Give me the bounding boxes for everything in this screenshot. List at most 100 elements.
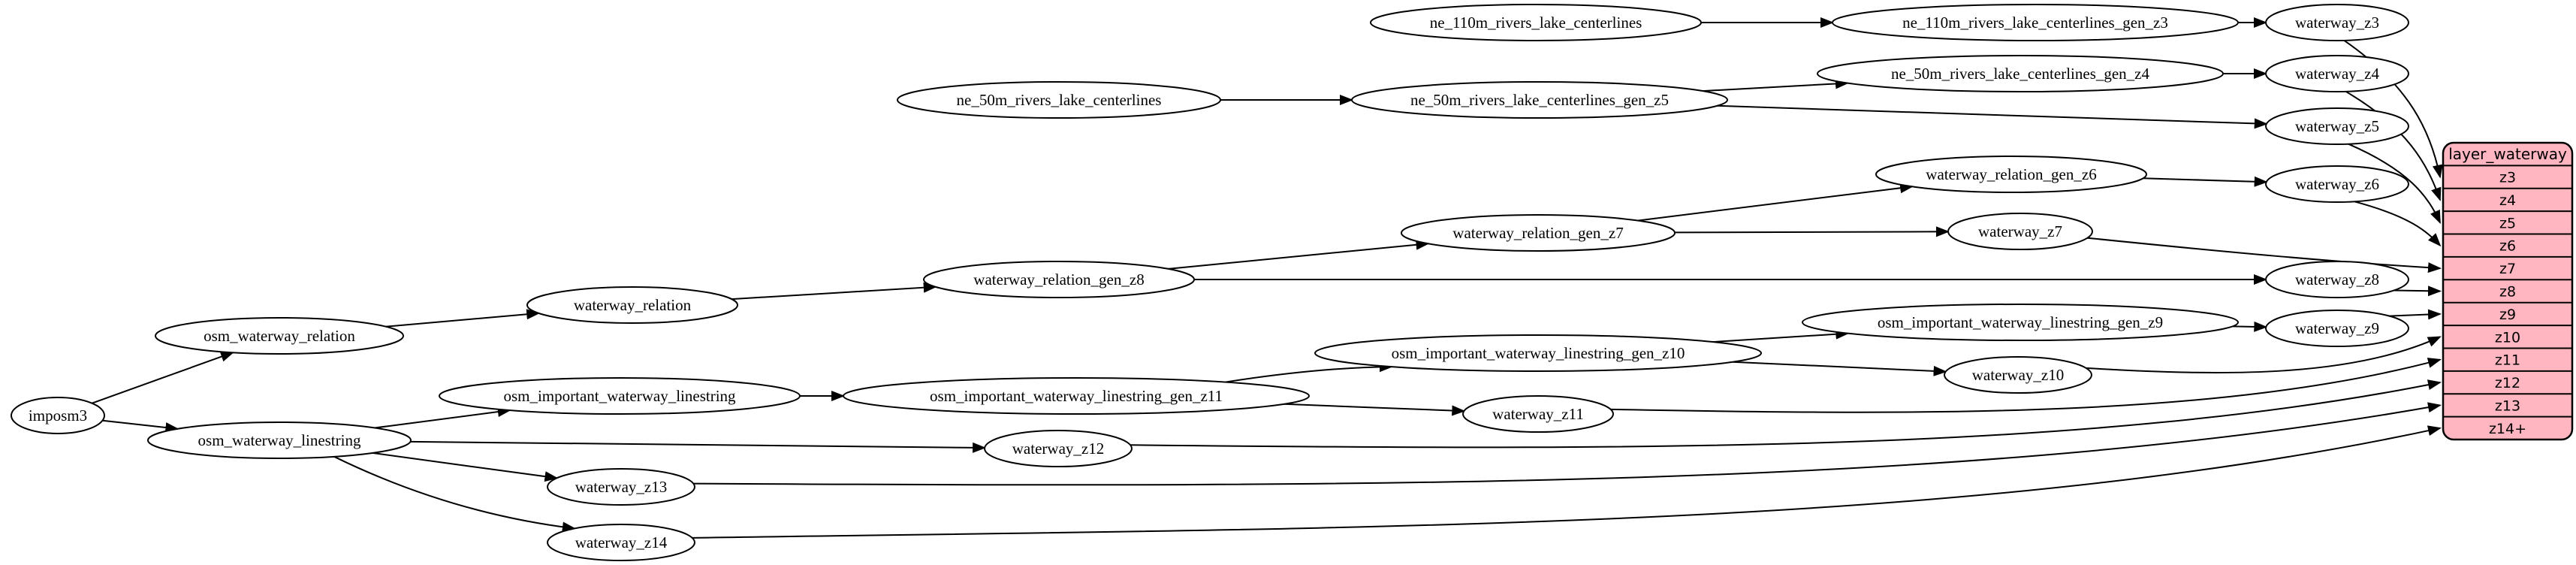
waterway_z5-ellipse: [2265, 107, 2409, 145]
waterway_z6-label: waterway_z6: [2295, 175, 2379, 193]
waterway_z12-label: waterway_z12: [1012, 440, 1104, 458]
node-ne_110m_rivers_lake_centerlines_gen_z3: ne_110m_rivers_lake_centerlines_gen_z3: [1832, 4, 2239, 41]
edge-ne_50m_rivers_lake_centerlines_gen_z5-to-waterway_z5: [1717, 104, 2268, 129]
edge-waterway_z7-to-table-z7: [2087, 237, 2442, 273]
node-ne_110m_rivers_lake_centerlines: ne_110m_rivers_lake_centerlines: [1370, 4, 1702, 41]
edge-osm_important_waterway_linestring_gen_z11-to-osm_important_waterway_linestring_gen_z10: [1225, 361, 1393, 383]
waterway_z3-ellipse: [2265, 4, 2409, 41]
waterway_relation_gen_z6-label: waterway_relation_gen_z6: [1926, 165, 2096, 183]
ne_50m_rivers_lake_centerlines-label: ne_50m_rivers_lake_centerlines: [957, 91, 1162, 109]
table-layer: layer_waterwayz3z4z5z6z7z8z9z10z11z12z13…: [2442, 141, 2574, 441]
node-waterway_relation_gen_z6: waterway_relation_gen_z6: [1875, 156, 2147, 193]
edge-osm_important_waterway_linestring_gen_z9-to-waterway_z9: [2232, 321, 2268, 332]
node-waterway_z5: waterway_z5: [2265, 107, 2409, 145]
ne_110m_rivers_lake_centerlines_gen_z3-ellipse: [1832, 4, 2239, 41]
waterway_relation_gen_z7-ellipse: [1401, 214, 1676, 252]
node-ne_50m_rivers_lake_centerlines: ne_50m_rivers_lake_centerlines: [897, 81, 1221, 119]
edges-layer: [92, 17, 2443, 539]
waterway_z13-ellipse: [547, 468, 695, 506]
edge-waterway_z9-to-table-z9: [2389, 309, 2442, 320]
edge-waterway_relation_gen_z8-to-waterway_relation_gen_z7: [1168, 239, 1430, 270]
ne_50m_rivers_lake_centerlines_gen_z5-label: ne_50m_rivers_lake_centerlines_gen_z5: [1410, 91, 1669, 109]
node-waterway_z4: waterway_z4: [2265, 55, 2409, 92]
edge-osm_waterway_linestring-to-osm_important_waterway_linestring: [374, 406, 511, 429]
node-osm_important_waterway_linestring: osm_important_waterway_linestring: [439, 377, 801, 415]
node-osm_important_waterway_linestring_gen_z11: osm_important_waterway_linestring_gen_z1…: [843, 377, 1310, 415]
table-title: layer_waterway: [2448, 145, 2567, 163]
edge-waterway_z13-to-table-z13: [693, 402, 2442, 486]
edge-waterway_z4-to-table-z4: [2345, 90, 2442, 201]
node-waterway_z10: waterway_z10: [1944, 356, 2092, 394]
waterway_z5-label: waterway_z5: [2295, 117, 2379, 135]
waterway_z9-ellipse: [2265, 310, 2409, 347]
nodes-layer: imposm3 osm_waterway_relation osm_waterway…: [11, 4, 2409, 561]
table-row-z14+: z14+: [2489, 421, 2526, 437]
node-waterway_z7: waterway_z7: [1947, 213, 2093, 250]
ne_50m_rivers_lake_centerlines_gen_z4-ellipse: [1817, 55, 2224, 92]
osm_important_waterway_linestring_gen_z10-label: osm_important_waterway_linestring_gen_z1…: [1392, 344, 1685, 362]
waterway_z8-label: waterway_z8: [2295, 270, 2379, 289]
ne_50m_rivers_lake_centerlines-ellipse: [897, 81, 1221, 119]
table-row-z11: z11: [2495, 352, 2520, 369]
edge-osm_waterway_linestring-to-waterway_z14: [333, 455, 576, 533]
waterway_z7-ellipse: [1947, 213, 2093, 250]
edge-waterway_relation_gen_z7-to-waterway_relation_gen_z6: [1637, 183, 1914, 222]
edge-waterway_z12-to-table-z12: [1130, 379, 2442, 449]
edge-waterway_relation_gen_z6-to-waterway_z6: [2143, 176, 2268, 187]
table-row-z8: z8: [2499, 284, 2516, 301]
edge-ne_50m_rivers_lake_centerlines_gen_z5-to-ne_50m_rivers_lake_centerlines_gen_z4: [1703, 78, 1849, 92]
waterway_z8-ellipse: [2265, 261, 2409, 298]
table-frame: [2442, 141, 2574, 441]
edge-osm_important_waterway_linestring_gen_z11-to-waterway_z11: [1283, 403, 1466, 416]
waterway_z12-ellipse: [984, 430, 1133, 467]
table-row-z13: z13: [2495, 397, 2520, 414]
table-row-z3: z3: [2499, 170, 2516, 186]
waterway_z4-ellipse: [2265, 55, 2409, 92]
edge-imposm3-to-osm_waterway_relation: [92, 352, 234, 404]
osm_waterway_linestring-label: osm_waterway_linestring: [198, 431, 361, 449]
table-layer_waterway: layer_waterwayz3z4z5z6z7z8z9z10z11z12z13…: [2442, 141, 2574, 441]
osm_waterway_relation-ellipse: [155, 317, 404, 355]
edge-imposm3-to-osm_waterway_linestring: [102, 419, 179, 433]
edge-osm_waterway_linestring-to-waterway_z13: [372, 452, 559, 482]
table-row-z5: z5: [2499, 215, 2516, 231]
osm_important_waterway_linestring_gen_z9-ellipse: [1802, 304, 2239, 341]
node-waterway_z3: waterway_z3: [2265, 4, 2409, 41]
edge-waterway_z11-to-table-z11: [1610, 358, 2442, 413]
node-waterway_z12: waterway_z12: [984, 430, 1133, 467]
waterway_relation_gen_z8-label: waterway_relation_gen_z8: [973, 270, 1144, 289]
osm_important_waterway_linestring_gen_z10-ellipse: [1314, 334, 1762, 372]
edge-waterway_z14-to-table-z14+: [692, 425, 2442, 539]
node-imposm3: imposm3: [11, 397, 105, 434]
imposm3-label: imposm3: [29, 406, 87, 425]
edge-osm_waterway_linestring-to-waterway_z12: [410, 440, 987, 453]
osm_important_waterway_linestring_gen_z9-label: osm_important_waterway_linestring_gen_z9: [1878, 313, 2163, 331]
node-osm_waterway_relation: osm_waterway_relation: [155, 317, 404, 355]
table-row-z7: z7: [2499, 261, 2516, 277]
node-osm_important_waterway_linestring_gen_z9: osm_important_waterway_linestring_gen_z9: [1802, 304, 2239, 341]
table-row-z4: z4: [2499, 192, 2516, 209]
edge-waterway_z5-to-table-z5: [2348, 143, 2441, 225]
waterway_z9-label: waterway_z9: [2295, 319, 2379, 337]
waterway_z10-ellipse: [1944, 356, 2092, 394]
osm_waterway_linestring-ellipse: [147, 421, 412, 459]
osm_important_waterway_linestring_gen_z11-ellipse: [843, 377, 1310, 415]
edge-osm_important_waterway_linestring_gen_z10-to-waterway_z10: [1732, 361, 1947, 376]
waterway_z4-label: waterway_z4: [2295, 65, 2379, 83]
node-waterway_z14: waterway_z14: [547, 524, 695, 561]
waterway_z11-label: waterway_z11: [1492, 405, 1584, 423]
edge-waterway_z6-to-table-z6: [2354, 201, 2442, 247]
osm_important_waterway_linestring-ellipse: [439, 377, 801, 415]
ne_50m_rivers_lake_centerlines_gen_z4-label: ne_50m_rivers_lake_centerlines_gen_z4: [1891, 65, 2150, 83]
osm_important_waterway_linestring-label: osm_important_waterway_linestring: [503, 387, 736, 405]
table-row-z10: z10: [2495, 329, 2520, 346]
node-waterway_z8: waterway_z8: [2265, 261, 2409, 298]
edge-osm_waterway_relation-to-waterway_relation: [385, 309, 541, 328]
node-waterway_relation_gen_z8: waterway_relation_gen_z8: [923, 261, 1195, 298]
waterway_relation-label: waterway_relation: [574, 296, 692, 314]
table-row-z9: z9: [2499, 307, 2516, 323]
waterway_z14-ellipse: [547, 524, 695, 561]
waterway_z14-label: waterway_z14: [575, 533, 668, 551]
node-waterway_z13: waterway_z13: [547, 468, 695, 506]
edge-waterway_z10-to-table-z10: [2086, 336, 2442, 374]
